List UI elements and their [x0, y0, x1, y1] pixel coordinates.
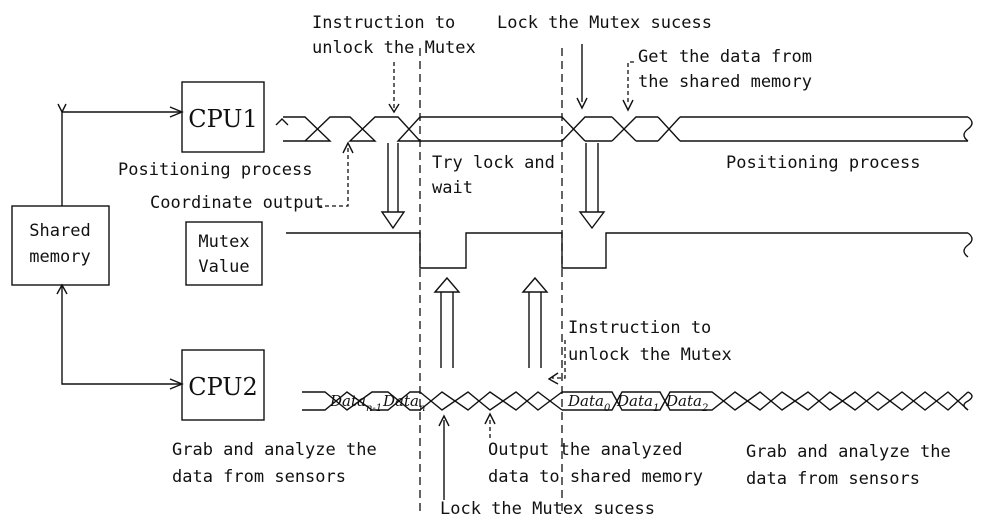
- shared-memory-connections: [56, 103, 184, 390]
- cpu2-block: CPU2: [181, 349, 265, 421]
- grab-right-line1: Grab and analyze the: [746, 442, 951, 462]
- coordinate-output: Coordinate output: [150, 193, 324, 213]
- shared-memory-label-2: memory: [29, 247, 90, 267]
- instr-unlock-mid-line1: Instruction to: [568, 318, 711, 338]
- data-n-label: Datan: [382, 392, 425, 414]
- grab-right-line2: data from sensors: [746, 469, 920, 489]
- get-data-line2: the shared memory: [638, 72, 812, 92]
- instr-unlock-top-line1: Instruction to: [312, 13, 455, 33]
- grab-left-line2: data from sensors: [172, 467, 346, 487]
- shared-memory-block: Shared memory: [11, 205, 110, 286]
- cpu1-label: CPU1: [188, 105, 258, 133]
- shared-memory-label-1: Shared: [29, 221, 90, 241]
- double-arrows: [380, 143, 606, 368]
- data-n-1-label: Datan-1: [329, 392, 382, 414]
- try-lock-line1: Try lock and: [432, 153, 555, 173]
- data-1-label: Data1: [616, 392, 659, 414]
- mutex-waveform: [286, 232, 973, 269]
- mutex-value-block: Mutex Value: [185, 221, 263, 286]
- positioning-right: Positioning process: [726, 153, 920, 173]
- instr-unlock-top-line2: unlock the Mutex: [312, 38, 476, 58]
- cpu2-waveform: [302, 391, 973, 411]
- cpu2-data-labels: Datan-1 Datan Data0 Data1 Data2: [329, 392, 708, 414]
- lock-success-bottom: Lock the Mutex sucess: [440, 499, 655, 519]
- output-analyzed-line1: Output the analyzed: [488, 440, 682, 460]
- try-lock-line2: wait: [432, 178, 473, 198]
- cpu2-label: CPU2: [188, 373, 258, 401]
- data-0-label: Data0: [567, 392, 611, 414]
- positioning-left: Positioning process: [118, 160, 312, 180]
- pointer-arrows: [275, 44, 634, 500]
- get-data-line1: Get the data from: [638, 47, 812, 67]
- cpu1-block: CPU1: [181, 81, 265, 153]
- mutex-value-label-1: Mutex: [198, 232, 249, 252]
- output-analyzed-line2: data to shared memory: [488, 467, 703, 487]
- mutex-value-label-2: Value: [198, 257, 249, 277]
- cpu1-waveform: [283, 116, 973, 142]
- lock-success-top: Lock the Mutex sucess: [497, 13, 712, 33]
- grab-left-line1: Grab and analyze the: [172, 440, 377, 460]
- data-2-label: Data2: [665, 392, 708, 414]
- annotations: Instruction to unlock the Mutex Lock the…: [118, 13, 951, 519]
- instr-unlock-mid-line2: unlock the Mutex: [568, 345, 732, 365]
